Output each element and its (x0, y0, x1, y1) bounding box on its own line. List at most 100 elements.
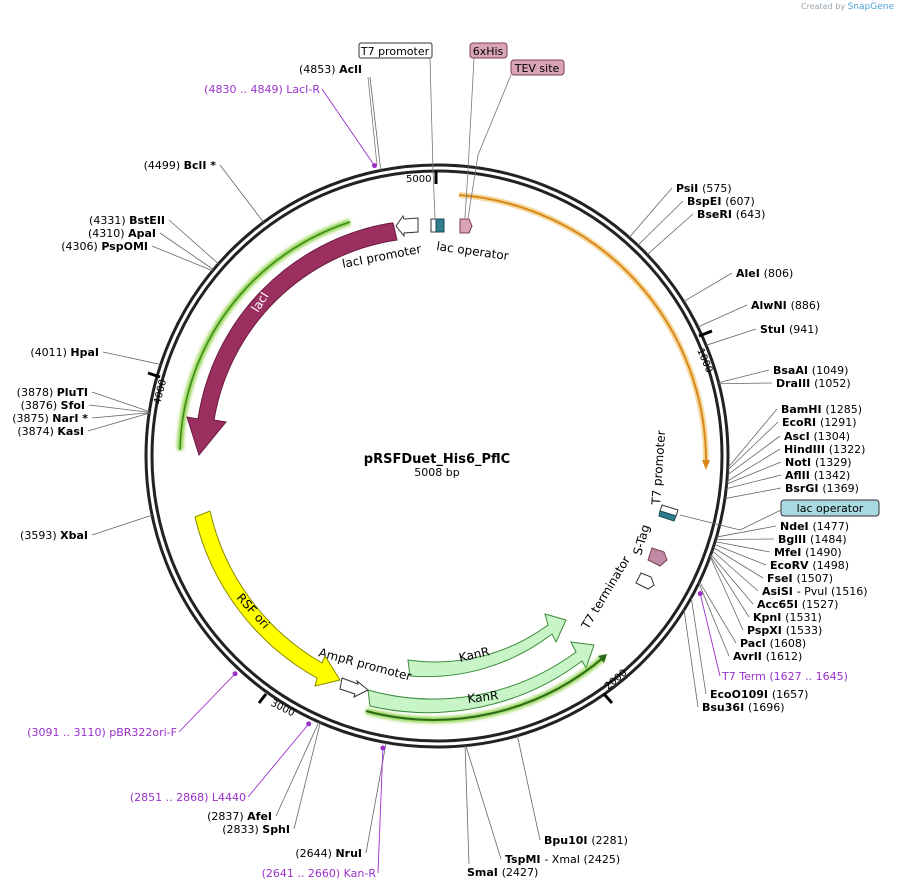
lac-operator-leader-2 (739, 509, 782, 531)
site-label: Acc65I (1527) (757, 598, 838, 611)
site-xbai: (3593) XbaI (20, 514, 153, 542)
site-position: (2833) (222, 823, 262, 836)
snapgene-credit: Created by SnapGene (801, 2, 894, 12)
site-paci: PacI (1608) (699, 581, 806, 650)
site-leader (91, 514, 153, 536)
site-leader (91, 391, 150, 413)
primer-sites: (4830 .. 4849) LacI-RT7 Term (1627 .. 16… (27, 83, 848, 880)
site-alei: AleI (806) (683, 267, 793, 302)
site-leader (716, 525, 777, 538)
site-bsteii: (4331) BstEII (89, 214, 219, 265)
site-label: NdeI (1477) (780, 520, 849, 533)
snapgene-logo: SnapGene (847, 2, 894, 12)
tick-label-2000: 2000 (603, 668, 630, 693)
site-label: AleI (806) (736, 267, 793, 280)
site-position: (1291) (820, 416, 857, 429)
site-label: BspEI (607) (687, 195, 755, 208)
site-position: (1304) (814, 430, 851, 443)
site-position: (3875) (12, 412, 52, 425)
primer-marker (697, 591, 703, 597)
primer-label: (2641 .. 2660) Kan-R (262, 867, 377, 880)
site-label: EcoRV (1498) (770, 559, 849, 572)
site-pluti: (3878) PluTI (17, 386, 150, 413)
site-leader (365, 742, 387, 854)
lac-operator-top (435, 218, 445, 233)
top-leaders (367, 57, 512, 219)
site-ecori: EcoRI (1291) (727, 416, 857, 471)
site-noti: NotI (1329) (726, 456, 852, 485)
site-label: AscI (1304) (784, 430, 850, 443)
site-label: (4310) ApaI (88, 227, 156, 240)
site-name: SfoI (61, 399, 85, 412)
site-name: SmaI (467, 866, 502, 879)
site-bsaai: BsaAI (1049) (718, 364, 848, 384)
site-name: PluTI (57, 386, 88, 399)
site-leader (516, 735, 541, 841)
site-label: (3593) XbaI (20, 529, 88, 542)
restriction-sites: PsiI (575)BspEI (607)BseRI (643) AleI (80… (12, 63, 867, 879)
site-afei: (2837) AfeI (207, 721, 320, 823)
primer-leader (178, 673, 236, 733)
site-asci: AscI (1304) (727, 430, 850, 476)
site-leader (726, 474, 782, 490)
site-position: (1531) (785, 611, 822, 624)
site-label: HindIII (1322) (784, 443, 865, 456)
site-label: DraIII (1052) (776, 377, 851, 390)
site-position: (3878) (17, 386, 57, 399)
site-name: NruI (335, 847, 362, 860)
primer-marker (371, 163, 377, 169)
site-position: (1477) (812, 520, 849, 533)
site-leader (727, 435, 781, 476)
site-leader (683, 609, 699, 708)
site-leader (727, 421, 779, 471)
site-label: PspXI (1533) (747, 624, 822, 637)
primer-t7term: T7 Term (1627 .. 1645) (697, 591, 848, 683)
site-name: BsrGI (785, 482, 822, 495)
tick-4000 (147, 371, 161, 379)
site-leader (690, 597, 707, 695)
site-leader (726, 448, 781, 482)
site-sphi: (2833) SphI (222, 722, 321, 836)
site-name: MfeI (774, 546, 805, 559)
site-position: (607) (725, 195, 755, 208)
site-alwni: AlwNI (886) (697, 299, 820, 328)
primer-leader (247, 723, 310, 798)
site-leader (726, 461, 782, 485)
site-position: (2281) (591, 834, 628, 847)
site-position: (3593) (20, 529, 60, 542)
site-position: - XmaI (544, 853, 580, 866)
site-psii: PsiI (575) (628, 182, 732, 238)
site-leader (87, 412, 150, 432)
t7-terminator-label: T7 terminator (578, 554, 633, 633)
site-position: (2837) (207, 810, 247, 823)
site-name: AscI (784, 430, 814, 443)
site-leader (91, 412, 150, 419)
s-tag-feature (647, 547, 668, 567)
site-leader (293, 722, 321, 830)
site-label: KpnI (1531) (753, 611, 822, 624)
site-label: NotI (1329) (785, 456, 852, 469)
site-name: SphI (262, 823, 290, 836)
site-leader (102, 351, 161, 365)
site-label: (3875) NarI * (12, 412, 88, 425)
site-bpu10i: Bpu10I (2281) (516, 735, 628, 847)
site-asisi: AsiSI - PvuI (1516) (711, 550, 868, 598)
site-bcli: (4499) BclI * (144, 159, 264, 223)
site-name: BstEII (129, 214, 165, 227)
site-leader (710, 554, 754, 605)
primer-kanr: (2641 .. 2660) Kan-R (262, 745, 386, 880)
site-label: BseRI (643) (697, 208, 765, 221)
site-mfei: MfeI (1490) (715, 541, 842, 559)
site-leader (715, 538, 775, 540)
kanr-glow-line (365, 656, 605, 721)
laci-glow-line (179, 221, 351, 451)
site-label: TspMI - XmaI (2425) (505, 853, 620, 866)
site-leader (724, 487, 782, 499)
site-position: (1612) (766, 650, 803, 663)
site-label: (3874) KasI (17, 425, 84, 438)
site-position: (941) (789, 323, 819, 336)
site-position: - PvuI (797, 585, 828, 598)
site-leader (715, 541, 771, 553)
site-stui: StuI (941) (706, 323, 819, 346)
site-label: (4331) BstEII (89, 214, 165, 227)
